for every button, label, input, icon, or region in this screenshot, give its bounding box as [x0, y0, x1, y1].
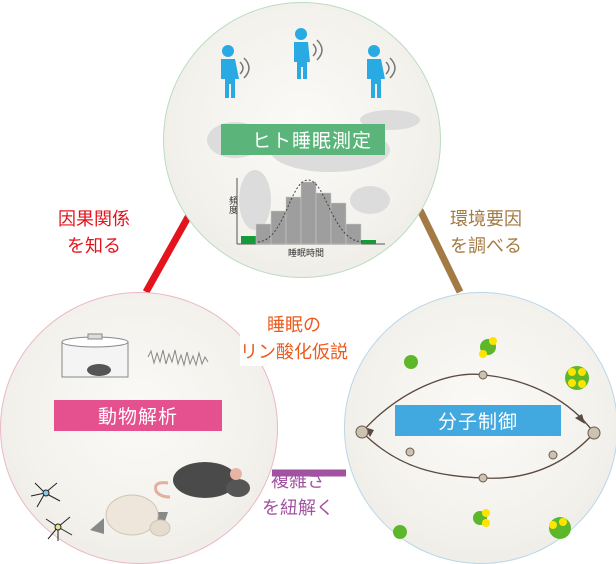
mouse-cage-icon	[61, 333, 129, 378]
causal-label-line1: 因果関係	[58, 209, 130, 230]
cycle-lower-arc	[361, 431, 595, 479]
eeg-wave-icon	[147, 349, 209, 367]
person-icon	[221, 28, 385, 98]
causal-line	[142, 208, 196, 294]
complexity-label-line2: を紐解く	[262, 498, 334, 519]
neuron-icon	[30, 482, 73, 541]
causal-label-line2: を知る	[67, 236, 121, 257]
environment-label-line1: 環境要因	[450, 209, 522, 230]
human-sleep-label: ヒト睡眠測定	[221, 124, 385, 155]
complexity-label-line1: 複雑さ	[271, 471, 325, 492]
causal-label: 因果関係 を知る	[58, 206, 130, 260]
signal-wave-icon	[239, 39, 396, 79]
complexity-label: 複雑さ を紐解く	[262, 468, 334, 522]
x-axis-label: 睡眠時間	[288, 249, 325, 259]
environment-label-line2: を調べる	[450, 236, 522, 257]
brain-icon	[105, 494, 171, 537]
animal-analysis-label: 動物解析	[54, 400, 222, 431]
environment-line	[416, 208, 464, 294]
arrow-icon	[90, 512, 168, 534]
center-label-line1: 睡眠の	[267, 315, 321, 336]
center-label-line2: リン酸化仮説	[240, 342, 348, 363]
molecular-control-label: 分子制御	[395, 405, 561, 436]
environment-label: 環境要因 を調べる	[450, 206, 522, 260]
y-axis-label: 頻度	[227, 196, 237, 214]
histogram	[236, 178, 385, 245]
protein-cluster-icon	[393, 337, 589, 539]
mouse-icon	[154, 462, 250, 499]
phosphorylation-hypothesis-label: 睡眠の リン酸化仮説	[240, 312, 348, 366]
